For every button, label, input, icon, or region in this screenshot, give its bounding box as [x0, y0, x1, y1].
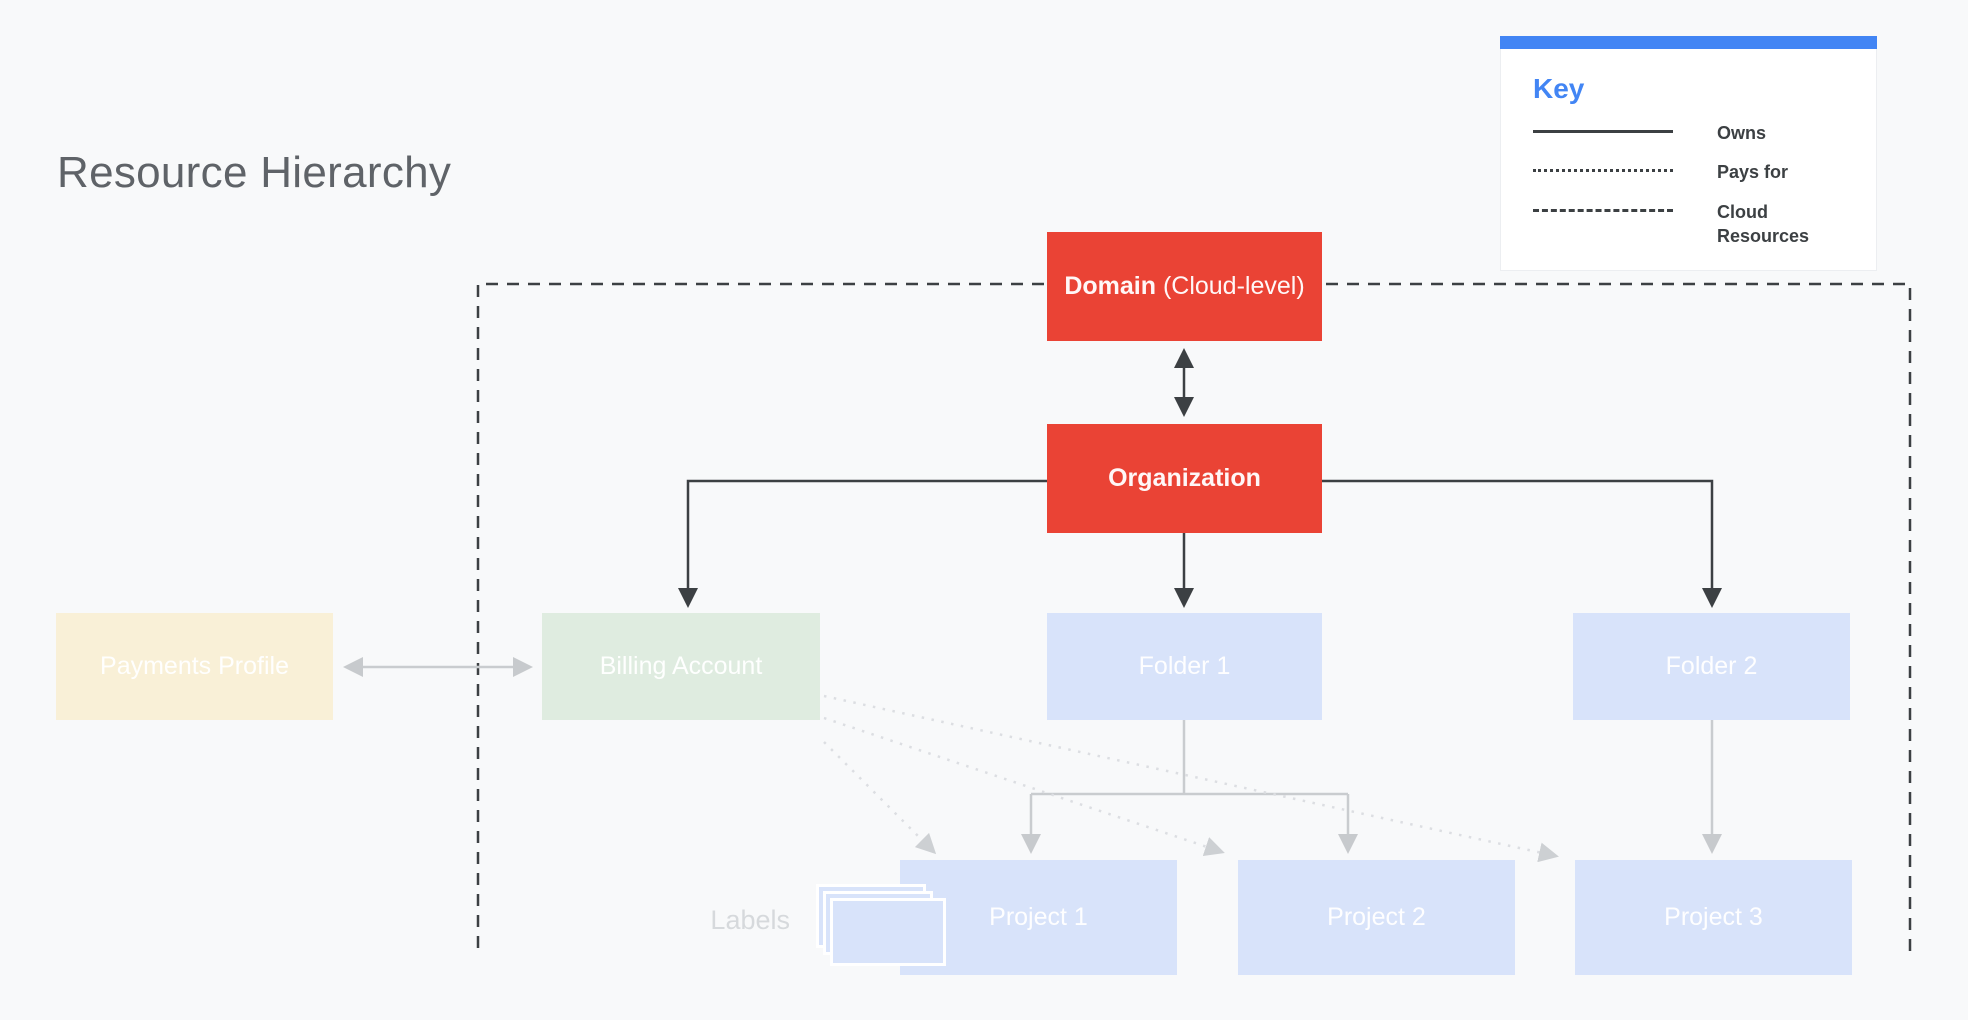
- legend-label: Owns: [1717, 123, 1767, 143]
- legend-title: Key: [1533, 73, 1585, 104]
- domain-label-bold: Domain: [1064, 272, 1156, 300]
- solid-line-sample: [1533, 130, 1673, 133]
- legend-item-cloud-resources: Cloud Resources: [1533, 200, 1850, 249]
- label-card-front: [830, 898, 946, 966]
- page-title: Resource Hierarchy: [57, 148, 452, 197]
- legend-label: Cloud Resources: [1717, 201, 1810, 246]
- legend-item-pays-for: Pays for: [1533, 160, 1850, 184]
- dotted-line-sample: [1533, 169, 1673, 173]
- node-billing-account: Billing Account: [542, 613, 820, 720]
- folder1-branch: [1031, 720, 1348, 796]
- dashed-line-sample: [1533, 208, 1673, 212]
- legend-item-owns: Owns: [1533, 121, 1850, 145]
- node-domain: Domain (Cloud-level): [1047, 232, 1322, 341]
- arrow-organization-billing: [678, 479, 1047, 608]
- legend-label: Pays for: [1717, 162, 1789, 183]
- domain-label-rest: (Cloud-level): [1156, 272, 1305, 300]
- arrow-billing-project1: [823, 741, 937, 855]
- pays-for-arrows: [823, 694, 1559, 863]
- node-folder-1: Folder 1: [1047, 613, 1322, 720]
- arrow-billing-project3: [823, 694, 1559, 863]
- labels-caption: Labels: [710, 905, 790, 935]
- node-project-3: Project 3: [1575, 860, 1852, 975]
- owns-arrows: [678, 348, 1722, 608]
- legend-body: Key Owns Pays for Cloud Resources: [1500, 49, 1877, 272]
- node-project-2: Project 2: [1238, 860, 1515, 975]
- node-folder-2: Folder 2: [1573, 613, 1850, 720]
- node-organization: Organization: [1047, 424, 1322, 533]
- node-payments-profile: Payments Profile: [56, 613, 333, 720]
- gray-arrows: [343, 657, 1722, 854]
- node-project-1: Project 1: [900, 860, 1177, 975]
- legend-accent-bar: [1500, 36, 1877, 49]
- legend-key-box: Key Owns Pays for Cloud Resources: [1500, 36, 1877, 272]
- arrow-organization-folder2: [1322, 479, 1722, 608]
- arrow-billing-project2: [823, 716, 1225, 857]
